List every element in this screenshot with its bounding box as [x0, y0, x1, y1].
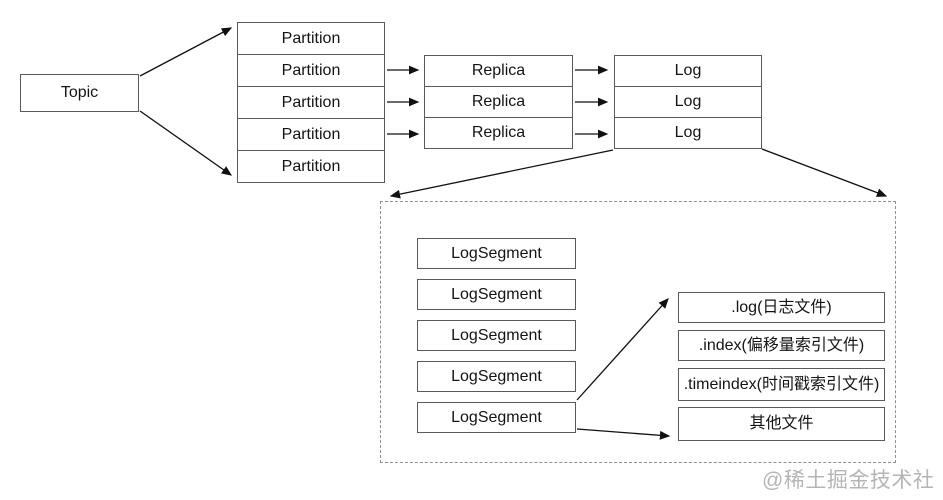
file-box-timeindex: .timeindex(时间戳索引文件) — [678, 368, 885, 401]
partition-box: Partition — [237, 150, 385, 183]
partition-box: Partition — [237, 118, 385, 151]
logsegment-box: LogSegment — [417, 361, 576, 392]
log-box: Log — [614, 117, 762, 149]
partition-box: Partition — [237, 54, 385, 87]
arrow-topic-to-partition-5 — [139, 110, 233, 176]
replica-box: Replica — [424, 55, 573, 87]
arrow-topic-to-partition-1 — [139, 27, 233, 77]
watermark-text: @稀土掘金技术社区 — [762, 469, 935, 500]
replica-box: Replica — [424, 86, 573, 118]
arrow-log-to-dashed-left — [389, 149, 614, 199]
arrow-log-to-dashed-right — [761, 148, 888, 197]
logsegment-box: LogSegment — [417, 320, 576, 351]
partition-box: Partition — [237, 22, 385, 55]
file-box-index: .index(偏移量索引文件) — [678, 330, 885, 361]
arrow-segment-to-log-file — [576, 298, 669, 401]
topic-box: Topic — [20, 74, 139, 112]
logsegment-box: LogSegment — [417, 279, 576, 310]
arrow-segment-to-other-file — [576, 428, 671, 440]
file-box-other: 其他文件 — [678, 407, 885, 441]
replica-stack: Replica Replica Replica — [424, 55, 573, 149]
log-box: Log — [614, 86, 762, 118]
log-stack: Log Log Log — [614, 55, 762, 149]
logsegment-box: LogSegment — [417, 402, 576, 433]
partition-stack: Partition Partition Partition Partition … — [237, 22, 385, 183]
log-detail-dashed-region — [380, 201, 896, 463]
partition-box: Partition — [237, 86, 385, 119]
replica-box: Replica — [424, 117, 573, 149]
file-box-log: .log(日志文件) — [678, 292, 885, 323]
logsegment-box: LogSegment — [417, 238, 576, 269]
log-box: Log — [614, 55, 762, 87]
